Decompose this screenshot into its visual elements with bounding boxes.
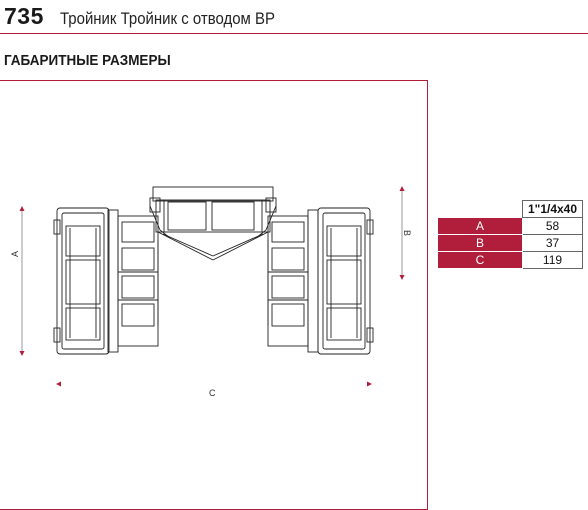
- dim-c-label: C: [209, 388, 216, 398]
- row-value: 119: [522, 251, 583, 269]
- page-header: 735 Тройник Тройник с отводом ВР: [0, 0, 588, 34]
- right-coupling: [267, 207, 374, 355]
- row-label: B: [437, 234, 523, 252]
- dim-b-label: B: [402, 229, 413, 237]
- product-title: Тройник Тройник с отводом ВР: [60, 9, 275, 28]
- row-label: A: [437, 217, 523, 235]
- table-row: C 119: [437, 251, 583, 269]
- central-body: [149, 186, 277, 326]
- dim-arrows: [19, 186, 405, 387]
- left-coupling: [53, 207, 159, 355]
- size-header: 1"1/4x40: [522, 200, 583, 218]
- section-title: ГАБАРИТНЫЕ РАЗМЕРЫ: [4, 52, 171, 69]
- row-label: C: [437, 251, 523, 269]
- technical-drawing: [19, 186, 405, 387]
- table-corner: [438, 201, 523, 218]
- row-value: 58: [522, 217, 583, 235]
- product-code: 735: [4, 3, 44, 29]
- table-row: B 37: [437, 234, 583, 252]
- dimensions-table: 1"1/4x40 A 58 B 37 C 119: [437, 200, 583, 269]
- table-row: A 58: [437, 217, 583, 235]
- table-header-row: 1"1/4x40: [438, 200, 583, 218]
- dim-a-label: A: [10, 250, 21, 258]
- row-value: 37: [522, 234, 583, 252]
